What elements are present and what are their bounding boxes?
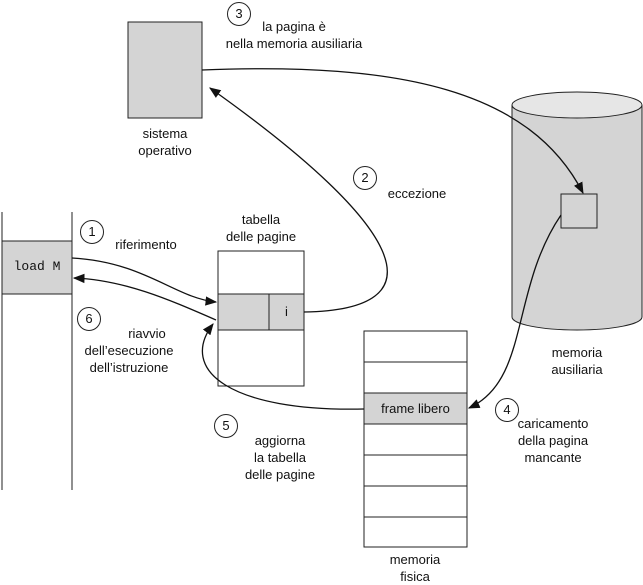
os-label-line-2: operativo [138,143,192,158]
backing-store-label: memoria ausiliaria [532,344,622,378]
step-5-circle: 5 [214,414,238,438]
instruction-text: load M [13,259,61,274]
os-label-line-1: sistema [142,126,188,141]
arrow-reference [71,257,218,306]
os-label: sistema operativo [120,125,210,159]
backing-store-label-line-1: memoria [551,345,603,360]
step-4-line-2: della pagina [517,433,589,448]
step-3-line-1: la pagina è [262,19,326,34]
physical-memory-label: memoria fisica [370,551,460,585]
arrow-load-page [467,214,562,409]
step-5-line-2: la tabella [253,450,307,465]
step-4-line-1: caricamento [517,416,589,431]
step-6-line-2: dell’esecuzione [84,343,174,358]
step-4-circle: 4 [495,398,519,422]
page-table-label-line-1: tabella [241,212,281,227]
physical-memory-label-line-2: fisica [400,569,430,584]
backing-store-label-line-2: ausiliaria [551,362,603,377]
step-6-label: riavvio dell’esecuzione dell’istruzione [64,325,194,376]
step-5-line-3: delle pagine [244,467,316,482]
step-4-label: caricamento della pagina mancante [498,415,608,466]
page-table-label: tabella delle pagine [211,211,311,245]
page-table-entry [217,293,305,331]
backing-store-page [560,193,598,229]
step-5-label: aggiorna la tabella delle pagine [225,432,335,483]
arrow-exception [209,87,388,313]
step-6-circle: 6 [77,307,101,331]
step-6-line-3: dell’istruzione [89,360,169,375]
step-1-label: riferimento [115,237,177,252]
step-3-label: la pagina è nella memoria ausiliaria [214,18,374,52]
arrow-update-table [201,323,365,410]
step-3-line-2: nella memoria ausiliaria [225,36,363,51]
physical-memory-frames [363,330,468,548]
step-1-circle: 1 [80,220,104,244]
arrow-restart [72,273,217,321]
step-2-label: eccezione [387,186,447,201]
step-2-circle: 2 [353,166,377,190]
step-5-line-1: aggiorna [254,433,306,448]
invalid-bit: i [285,304,288,319]
os-box [127,21,203,119]
arrow-page-in-backing-store [201,68,584,195]
step-4-line-3: mancante [524,450,582,465]
step-3-circle: 3 [227,2,251,26]
free-frame-text: frame libero [381,401,450,416]
free-frame-cell [363,392,468,425]
instruction-cell [1,240,73,295]
step-6-line-1: riavvio [128,326,166,341]
physical-memory-label-line-1: memoria [389,552,441,567]
page-table-label-line-2: delle pagine [225,229,297,244]
